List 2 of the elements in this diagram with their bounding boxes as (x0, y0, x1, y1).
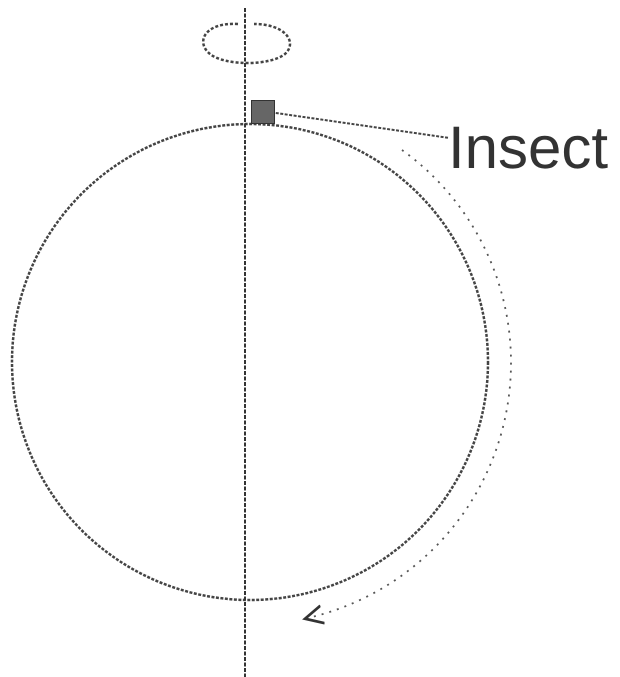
insect-block (251, 100, 275, 124)
insect-label: Insect (448, 118, 608, 178)
